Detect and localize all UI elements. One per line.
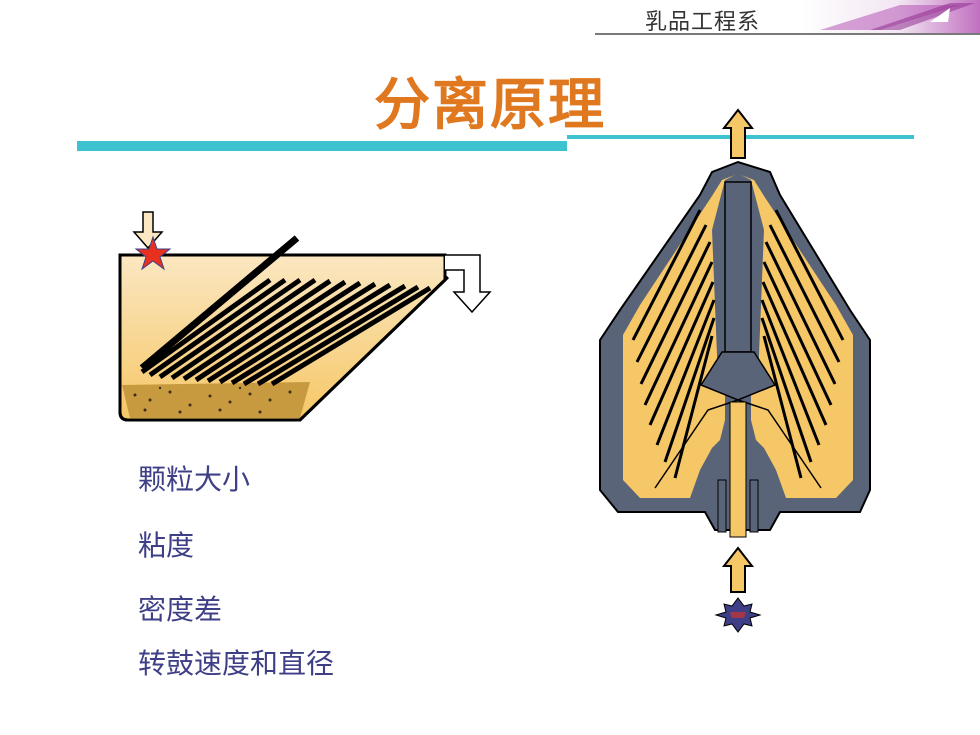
- header-department: 乳品工程系: [645, 10, 761, 35]
- header-decoration: [800, 0, 980, 33]
- page-title: 分离原理: [374, 72, 606, 138]
- factor-viscosity: 粘度: [138, 529, 195, 562]
- factor-density-difference: 密度差: [138, 593, 223, 626]
- star-icon: [134, 235, 172, 271]
- title-rule: [77, 141, 567, 151]
- header-underline: [595, 33, 980, 35]
- factor-bowl-speed-diameter: 转鼓速度和直径: [138, 647, 335, 680]
- factor-particle-size: 颗粒大小: [138, 463, 251, 496]
